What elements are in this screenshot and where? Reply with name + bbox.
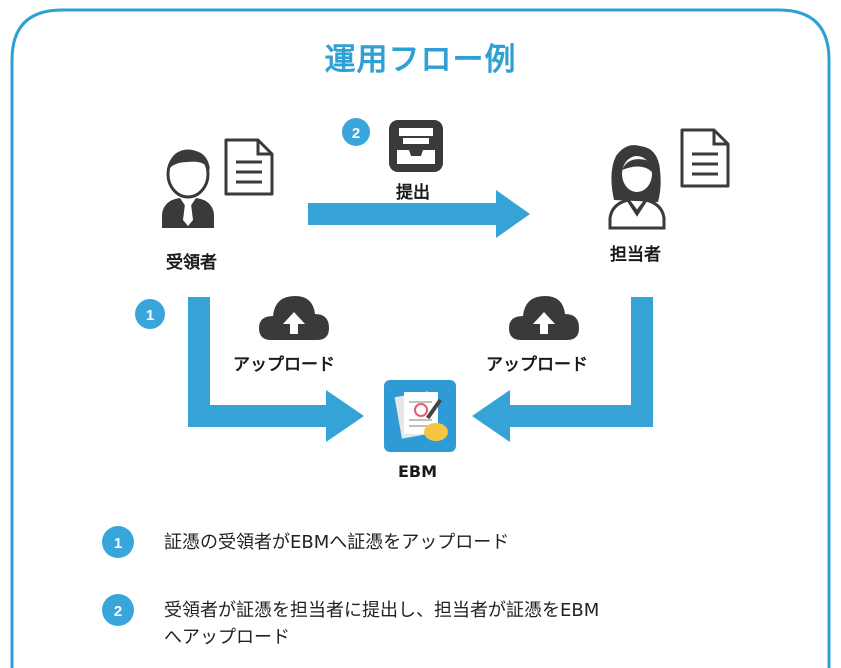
step-badge-submit-number: 2 [352,125,360,142]
right-upload-arrow [472,297,653,442]
recipient-label: 受領者 [166,253,217,273]
frame-border [10,8,831,668]
note-2-line-2: へアップロード [164,627,290,648]
cloud-upload-icon [509,296,579,340]
cloud-upload-icon [259,296,329,340]
submit-label: 提出 [396,183,430,203]
upload-left-label: アップロード [233,355,335,375]
document-icon [680,128,730,188]
note-1-text: 証憑の受領者がEBMへ証憑をアップロード [164,532,510,553]
note-badge-1: 1 [102,526,134,558]
step-badge-submit: 2 [342,118,370,146]
step-badge-upload: 1 [135,299,165,329]
note-2-text: 受領者が証憑を担当者に提出し、担当者が証憑をEBM へアップロード [164,597,599,651]
staff-label: 担当者 [610,245,661,265]
note-2-line-1: 受領者が証憑を担当者に提出し、担当者が証憑をEBM [164,600,600,621]
page-title: 運用フロー例 [324,42,517,78]
step-badge-upload-number: 1 [146,307,154,324]
note-badge-2-number: 2 [114,603,122,620]
note-badge-1-number: 1 [114,535,122,552]
upload-right-label: アップロード [486,355,588,375]
document-icon [224,138,274,196]
male-user-icon [162,149,214,228]
note-badge-2: 2 [102,594,134,626]
inbox-tray-icon [389,120,443,172]
female-user-icon [608,145,666,230]
submit-arrow [308,190,530,238]
ebm-label: EBM [398,462,438,481]
left-upload-arrow [188,297,364,442]
ebm-app-icon [384,380,456,452]
